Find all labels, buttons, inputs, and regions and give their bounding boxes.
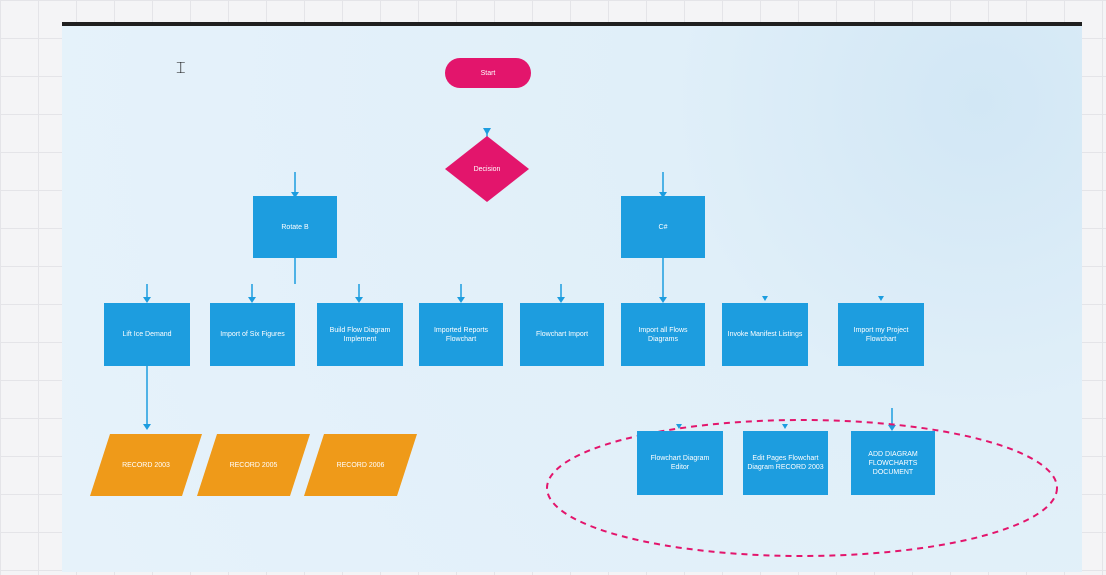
group-box-1: Flowchart Diagram Editor <box>637 431 723 495</box>
group-ellipse <box>546 419 1058 557</box>
process-box-8: Import my Project Flowchart <box>838 303 924 366</box>
process-box-7: Invoke Manifest Listings <box>722 303 808 366</box>
branch-right-label: C# <box>658 223 668 231</box>
diagram-slide: ⌶ <box>62 22 1082 572</box>
group-box-3: ADD DIAGRAM FLOWCHARTS DOCUMENT <box>851 431 935 495</box>
start-label: Start <box>480 70 496 77</box>
group-box-label-1: Flowchart Diagram Editor <box>650 455 710 471</box>
process-label-5: Flowchart Import <box>535 331 589 338</box>
process-box-4: Imported Reports Flowchart <box>419 303 503 366</box>
group-box-2: Edit Pages Flowchart Diagram RECORD 2003 <box>743 431 828 495</box>
process-label-2: Import of Six Figures <box>220 331 285 338</box>
process-label-7: Invoke Manifest Listings <box>727 331 803 338</box>
text-cursor-icon: ⌶ <box>176 58 186 77</box>
branch-right-box: C# <box>621 196 705 258</box>
arrowheads <box>143 128 896 431</box>
output-label-1: RECORD 2003 <box>122 462 170 469</box>
group-box-label-3: ADD DIAGRAM FLOWCHARTS DOCUMENT <box>868 450 918 476</box>
process-box-1: Lift Ice Demand <box>104 303 190 366</box>
group-box-label-2: Edit Pages Flowchart Diagram RECORD 2003 <box>747 455 824 471</box>
diagram-canvas <box>90 58 1058 557</box>
process-label-6: Import all Flows Diagrams <box>638 326 688 343</box>
process-label-4: Imported Reports Flowchart <box>433 326 489 343</box>
output-label-3: RECORD 2006 <box>336 462 385 469</box>
output-parallelogram-2 <box>197 434 310 496</box>
process-box-5: Flowchart Import <box>520 303 604 366</box>
decision-diamond <box>445 136 529 202</box>
output-label-2: RECORD 2005 <box>229 462 278 469</box>
process-label-1: Lift Ice Demand <box>122 331 172 338</box>
branch-left-box: Rotate B <box>253 196 337 258</box>
decision-label: Decision <box>473 166 501 173</box>
process-label-8: Import my Project Flowchart <box>853 326 909 343</box>
process-box-2: Import of Six Figures <box>210 303 295 366</box>
process-label-3: Build Flow Diagram Implement <box>329 326 391 343</box>
output-parallelogram-1 <box>90 434 202 496</box>
process-box-3: Build Flow Diagram Implement <box>317 303 403 366</box>
branch-left-label: Rotate B <box>281 223 309 231</box>
process-box-6: Import all Flows Diagrams <box>621 303 705 366</box>
output-parallelogram-3 <box>304 434 417 496</box>
start-terminator <box>445 58 531 88</box>
